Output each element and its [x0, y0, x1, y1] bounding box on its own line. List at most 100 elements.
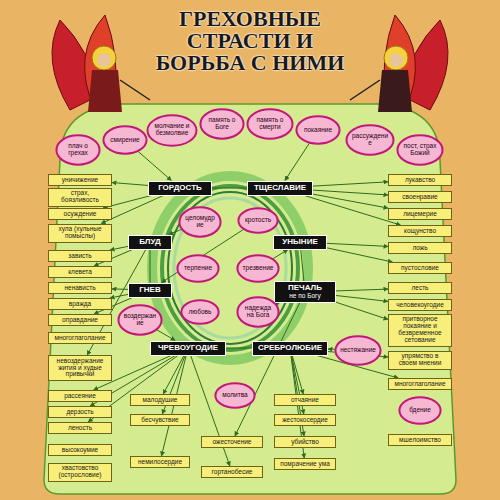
node-text: покаяние [304, 127, 332, 134]
passion-box: БЛУД [128, 235, 172, 250]
node-text: невоздержание жития и худые привычки [52, 358, 108, 378]
sin-box: помрачение ума [274, 458, 336, 470]
connector [328, 349, 335, 350]
sin-box: кощунство [388, 225, 452, 237]
virtue-circle: бдение [399, 397, 441, 424]
sin-box: лицемерие [388, 208, 452, 220]
node-text: нестяжание [340, 347, 376, 354]
connector [112, 183, 148, 186]
connector [285, 143, 310, 181]
node-text: ТЩЕСЛАВИЕ [254, 184, 306, 192]
connector [304, 196, 400, 226]
sin-box: гортанобесие [201, 466, 263, 478]
passion-box: УНЫНИЕ [273, 235, 327, 250]
connector [226, 348, 252, 349]
node-text: лукавство [405, 177, 435, 184]
right-angel [350, 15, 448, 112]
sin-box: хула (хульные помыслы) [48, 224, 112, 243]
connector [327, 243, 388, 246]
node-text: хула (хульные помыслы) [52, 226, 108, 240]
node-text: УНЫНИЕ [282, 238, 317, 246]
node-text: ненависть [64, 285, 95, 292]
connector [110, 294, 128, 298]
node-text: клевета [68, 269, 92, 276]
node-text: рассеяние [64, 393, 96, 400]
virtue-circle: память о смерти [247, 109, 293, 139]
node-text: память о смерти [252, 117, 288, 131]
passion-box: ПЕЧАЛЬне по Богу [274, 281, 336, 303]
node-text: убийство [291, 439, 319, 446]
node-text: вражда [69, 301, 91, 308]
connector [336, 289, 388, 291]
node-text: СРЕБРОЛЮБИЕ [258, 344, 322, 352]
connector [336, 302, 388, 319]
passion-box: ЧРЕВОУГОДИЕ [150, 341, 226, 356]
virtue-circle: воздержание [118, 305, 162, 335]
node-text: зависть [68, 253, 91, 260]
connector [336, 296, 388, 302]
passion-box: ГОРДОСТЬ [148, 181, 212, 196]
sin-box: многоглаголание [48, 332, 112, 344]
sin-box: малодушие [130, 394, 190, 406]
node-text: любовь [189, 309, 212, 316]
connector [327, 248, 392, 262]
node-text: ложь [412, 245, 427, 252]
sin-box: отчаяние [274, 394, 336, 406]
node-text: терпение [184, 265, 212, 272]
virtue-circle: любовь [181, 300, 219, 324]
sin-box: лукавство [388, 174, 452, 186]
sin-box: убийство [274, 436, 336, 448]
poster-title: ГРЕХОВНЫЕ СТРАСТИ И БОРЬБА С НИМИ [150, 8, 350, 74]
node-text: упрямство в своем мнении [392, 353, 448, 367]
node-text: память о Боге [205, 117, 239, 131]
virtue-circle: кротость [238, 208, 278, 233]
sin-box: страх, боязливость [48, 188, 112, 207]
virtue-circle: надежда на Бога [237, 297, 279, 327]
sin-box: леность [48, 422, 112, 434]
node-text: страх, боязливость [52, 190, 108, 204]
virtue-circle: нестяжание [335, 336, 381, 365]
connector [301, 250, 304, 282]
node-text: отчаяние [291, 397, 319, 404]
node-text: кротость [245, 217, 271, 224]
passion-box: СРЕБРОЛЮБИЕ [252, 341, 328, 356]
sin-box: пустословие [388, 262, 452, 274]
node-text: оправдание [62, 317, 98, 324]
node-text: гортанобесие [212, 469, 253, 476]
virtue-circle: рассуждение [346, 125, 394, 155]
node-text: молчание и безмолвие [152, 123, 192, 137]
sin-box: притворное покаяние и безвременное сетов… [388, 314, 452, 347]
connector [313, 182, 388, 186]
sin-box: ложь [388, 242, 452, 254]
node-text: хвастовство (острословие) [52, 465, 108, 479]
sin-box: человекоугодие [388, 299, 452, 311]
sin-box: оправдание [48, 314, 112, 326]
node-text: ПЕЧАЛЬ [288, 284, 322, 292]
node-text: рассуждение [351, 133, 389, 147]
node-text: немилосердие [138, 459, 182, 466]
sin-box: высокоумие [48, 444, 112, 456]
node-text: многоглаголание [54, 335, 105, 342]
sin-box: ненависть [48, 282, 112, 294]
passion-box: ТЩЕСЛАВИЕ [247, 181, 313, 196]
node-text: малодушие [143, 397, 178, 404]
node-text: осуждение [64, 211, 97, 218]
sin-box: упрямство в своем мнении [388, 351, 452, 370]
node-text: притворное покаяние и безвременное сетов… [392, 316, 448, 343]
node-text: жестокосердие [282, 417, 328, 424]
node-text: человекоугодие [396, 302, 444, 309]
virtue-circle: трезвение [237, 255, 279, 282]
virtue-circle: смирение [103, 126, 147, 154]
connector [163, 356, 184, 395]
virtue-circle: пост, страх Божий [397, 135, 443, 165]
node-text: лесть [411, 285, 428, 292]
node-text: плач о грехах [61, 143, 95, 157]
virtue-circle: молчание и безмолвие [147, 115, 197, 146]
sin-box: хвастовство (острословие) [48, 463, 112, 482]
green-field [44, 104, 456, 494]
sin-box: жестокосердие [274, 414, 336, 426]
node-text: ГНЕВ [139, 286, 160, 294]
node-text: лицемерие [403, 211, 437, 218]
